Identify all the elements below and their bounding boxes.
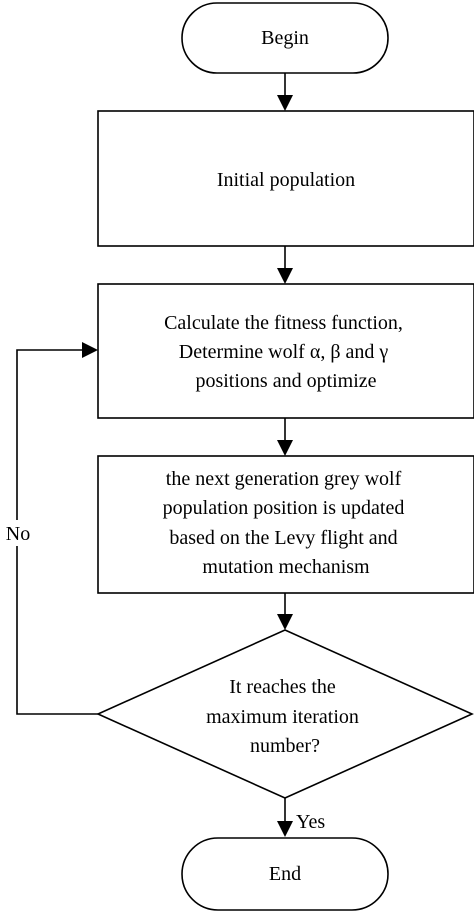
update-line-1: the next generation grey wolf bbox=[166, 468, 402, 490]
update-line-2: population position is updated bbox=[163, 497, 405, 519]
initial-population-box: Initial population bbox=[97, 110, 474, 247]
arrow-update-to-decision bbox=[277, 593, 293, 630]
end-line: End bbox=[269, 863, 301, 885]
update-line-4: mutation mechanism bbox=[202, 556, 370, 578]
initial-population-line: Initial population bbox=[217, 169, 355, 191]
update-line-3: based on the Levy flight and bbox=[169, 527, 397, 549]
fitness-line-2: Determine wolf α, β and γ bbox=[179, 341, 389, 363]
decision-line-2: maximum iteration bbox=[206, 706, 359, 728]
update-box: the next generation grey wolf population… bbox=[97, 455, 474, 594]
begin-terminator: Begin bbox=[181, 2, 389, 74]
begin-line: Begin bbox=[261, 27, 309, 49]
decision-line-3: number? bbox=[250, 735, 320, 757]
arrow-init-to-fitness bbox=[277, 246, 293, 284]
initial-population-label: Initial population bbox=[217, 169, 355, 191]
end-terminator: End bbox=[181, 837, 389, 911]
arrow-fitness-to-update bbox=[277, 418, 293, 456]
arrow-decision-to-end bbox=[277, 798, 293, 837]
begin-label: Begin bbox=[261, 27, 309, 49]
decision-line-1: It reaches the bbox=[229, 676, 336, 698]
fitness-label: Calculate the fitness function, Determin… bbox=[164, 312, 408, 392]
fitness-line-3: positions and optimize bbox=[195, 370, 376, 392]
yes-label: Yes bbox=[296, 811, 325, 833]
no-label: No bbox=[6, 523, 30, 545]
update-label: the next generation grey wolf population… bbox=[163, 468, 410, 578]
decision-label: It reaches the maximum iteration number? bbox=[206, 676, 364, 757]
fitness-box: Calculate the fitness function, Determin… bbox=[97, 283, 474, 419]
no-label-backdrop bbox=[2, 520, 34, 546]
end-label: End bbox=[269, 863, 301, 885]
decision-diamond: It reaches the maximum iteration number? bbox=[96, 629, 474, 799]
fitness-line-1: Calculate the fitness function, bbox=[164, 312, 403, 334]
arrow-begin-to-init bbox=[277, 73, 293, 111]
